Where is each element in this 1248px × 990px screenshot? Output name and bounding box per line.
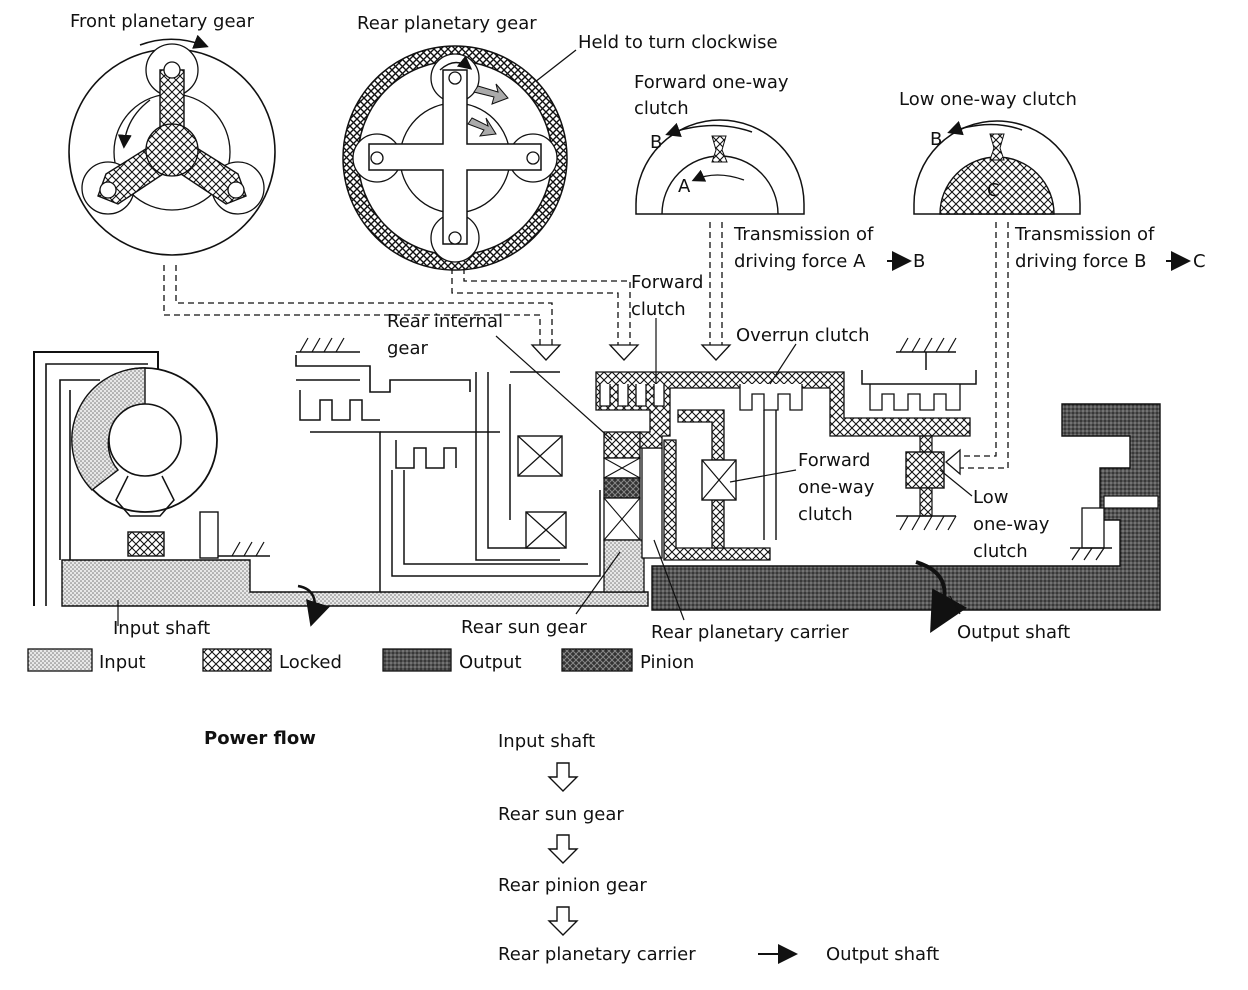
low-owc-label-3: clutch <box>973 541 1028 562</box>
rear-sun-gear-label: Rear sun gear <box>461 617 587 638</box>
legend: Input Locked Output Pinion <box>27 648 694 673</box>
forward-clutch-label-1: Forward <box>631 272 703 293</box>
low-owc-label-2: one-way <box>973 514 1050 535</box>
legend-swatch-output <box>382 648 452 672</box>
power-flow-step-1: Input shaft <box>498 731 595 752</box>
rear-planetary-gear: Rear planetary gear Held to turn clockwi… <box>342 13 778 271</box>
dashed-arrowheads <box>530 344 961 476</box>
low-owc-transmission-end: C <box>1193 251 1206 272</box>
low-owc-transmission-1: Transmission of <box>1014 224 1155 245</box>
legend-pinion-label: Pinion <box>640 652 694 673</box>
rear-internal-gear-label-2: gear <box>387 338 429 359</box>
dashed-leaders <box>163 222 1009 469</box>
rear-internal-gear-label-1: Rear internal <box>387 311 503 332</box>
held-clockwise-note: Held to turn clockwise <box>578 32 778 53</box>
power-flow-step-4: Rear planetary carrier <box>498 944 696 965</box>
output-shaft-label: Output shaft <box>957 622 1070 643</box>
section-labels: Forward clutch Rear internal gear Overru… <box>113 272 1070 643</box>
low-owc-detail: Low one-way clutch B C Transmission of d… <box>899 89 1206 272</box>
forward-owc-point-a: A <box>678 176 691 197</box>
front-planetary-gear: Front planetary gear <box>68 11 276 256</box>
low-owc-label-1: Low <box>973 487 1008 508</box>
legend-output-label: Output <box>459 652 522 673</box>
forward-owc-title-1: Forward one-way <box>634 72 789 93</box>
transmission-cross-section <box>33 318 1161 633</box>
power-flow-step-3: Rear pinion gear <box>498 875 647 896</box>
power-flow-step-2: Rear sun gear <box>498 804 624 825</box>
forward-owc-transmission-end: B <box>913 251 925 272</box>
front-planetary-title: Front planetary gear <box>70 11 255 32</box>
rear-planetary-title: Rear planetary gear <box>357 13 537 34</box>
forward-owc-label-1: Forward <box>798 450 870 471</box>
legend-input-label: Input <box>99 652 146 673</box>
forward-owc-transmission-2: driving force A <box>734 251 866 272</box>
rear-planetary-carrier-label: Rear planetary carrier <box>651 622 849 643</box>
power-flow-title: Power flow <box>204 728 316 749</box>
low-owc-point-c: C <box>987 180 1000 201</box>
input-shaft-label: Input shaft <box>113 618 210 639</box>
power-flow: Power flow Input shaft Rear sun gear Rea… <box>204 728 939 965</box>
forward-owc-transmission-1: Transmission of <box>733 224 874 245</box>
forward-clutch-label-2: clutch <box>631 299 686 320</box>
flow-down-arrow-icon <box>547 762 579 792</box>
low-owc-point-b: B <box>930 129 942 150</box>
forward-owc-label-3: clutch <box>798 504 853 525</box>
forward-owc-detail: Forward one-way clutch B A Transmission … <box>634 72 925 272</box>
low-owc-transmission-2: driving force B <box>1015 251 1146 272</box>
flow-down-arrow-icon <box>547 834 579 864</box>
forward-owc-point-b: B <box>650 132 662 153</box>
forward-owc-title-2: clutch <box>634 98 689 119</box>
overrun-clutch-label: Overrun clutch <box>736 325 870 346</box>
forward-owc-label-2: one-way <box>798 477 875 498</box>
low-owc-title: Low one-way clutch <box>899 89 1077 110</box>
flow-down-arrow-icon <box>547 906 579 936</box>
legend-swatch-pinion <box>561 648 633 672</box>
legend-locked-label: Locked <box>279 652 342 673</box>
power-flow-final: Output shaft <box>826 944 939 965</box>
legend-swatch-input <box>27 648 93 672</box>
legend-swatch-locked <box>202 648 272 672</box>
